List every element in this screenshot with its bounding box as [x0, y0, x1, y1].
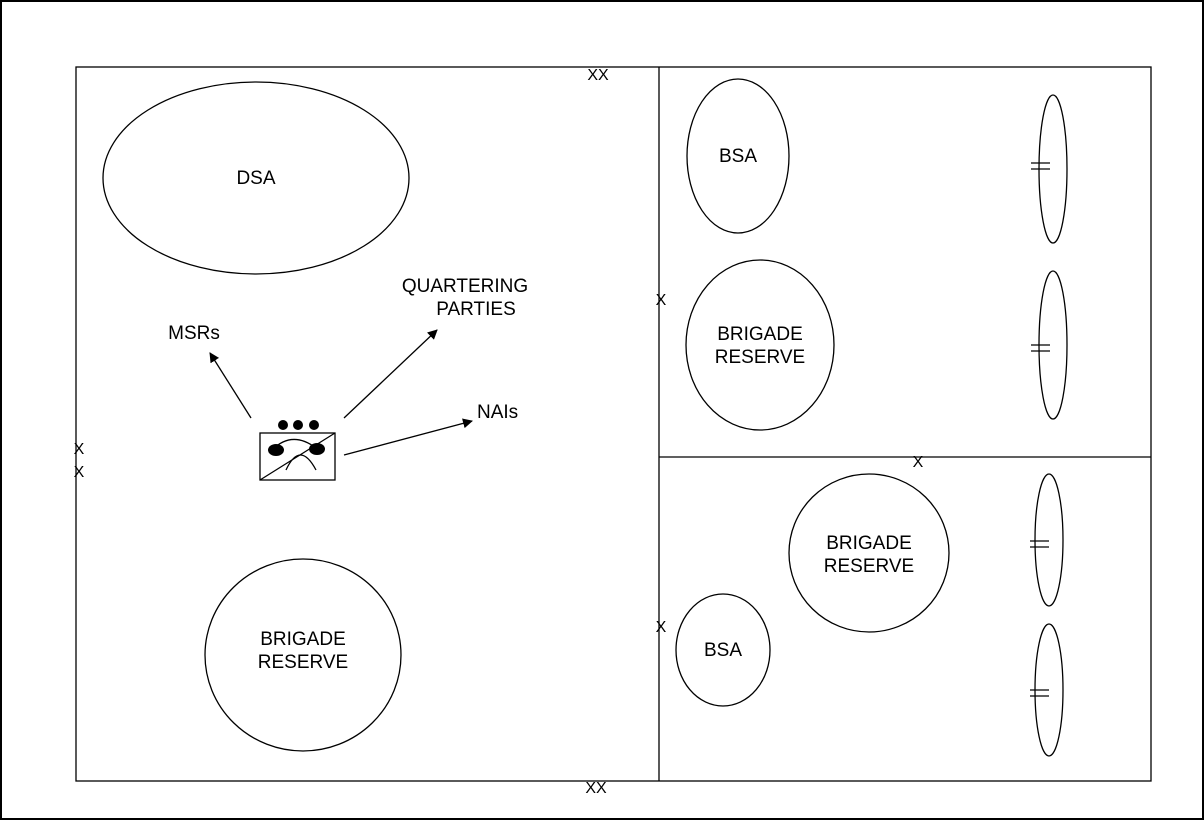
quartering-parties-label-line1: QUARTERING — [402, 276, 528, 297]
division-boundary-mark-bottom: XX — [585, 780, 607, 797]
brigade-reserve-left-ellipse — [204, 558, 402, 752]
division-area-box — [75, 66, 1152, 782]
battle-position-2 — [1031, 270, 1068, 420]
battle-position-3 — [1030, 473, 1064, 607]
brigade-reserve-upper-right-label-line1: BRIGADE — [717, 324, 803, 345]
brigade-reserve-lower-right-label-line1: BRIGADE — [826, 533, 912, 554]
bsa-upper-ellipse — [686, 78, 790, 234]
brigade-boundary-mark-mid-lower: X — [656, 619, 667, 636]
bsa-upper-label: BSA — [719, 146, 757, 167]
brigade-reserve-upper-right-ellipse — [685, 259, 835, 431]
cavalry-squadron-icon — [259, 420, 336, 481]
quartering-parties-label-line2: PARTIES — [436, 299, 516, 320]
brigade-boundary-mark-mid-upper: X — [656, 292, 667, 309]
brigade-boundary-mark-horizontal: X — [913, 454, 924, 471]
brigade-reserve-upper-right-label-line2: RESERVE — [715, 347, 805, 368]
bsa-lower-label: BSA — [704, 640, 742, 661]
nais-label: NAIs — [477, 402, 518, 423]
brigade-reserve-lower-right-ellipse — [788, 473, 950, 633]
battle-position-1 — [1031, 94, 1068, 244]
brigade-boundary-mark-left-bottom: X — [74, 464, 85, 481]
brigade-reserve-lower-right-label-line2: RESERVE — [824, 556, 914, 577]
arrow-to-msrs — [209, 352, 252, 419]
dsa-ellipse — [102, 81, 410, 275]
battle-position-4 — [1030, 623, 1064, 757]
arrow-to-quartering-parties — [343, 329, 438, 419]
brigade-reserve-left-label-line1: BRIGADE — [260, 629, 346, 650]
brigade-reserve-left-label-line2: RESERVE — [258, 652, 348, 673]
bsa-lower-ellipse — [675, 593, 771, 707]
brigade-boundary-mark-left-top: X — [74, 441, 85, 458]
msrs-label: MSRs — [168, 323, 220, 344]
division-boundary-mark-top: XX — [587, 67, 609, 84]
dsa-label: DSA — [236, 168, 275, 189]
arrow-to-nais — [343, 418, 473, 456]
